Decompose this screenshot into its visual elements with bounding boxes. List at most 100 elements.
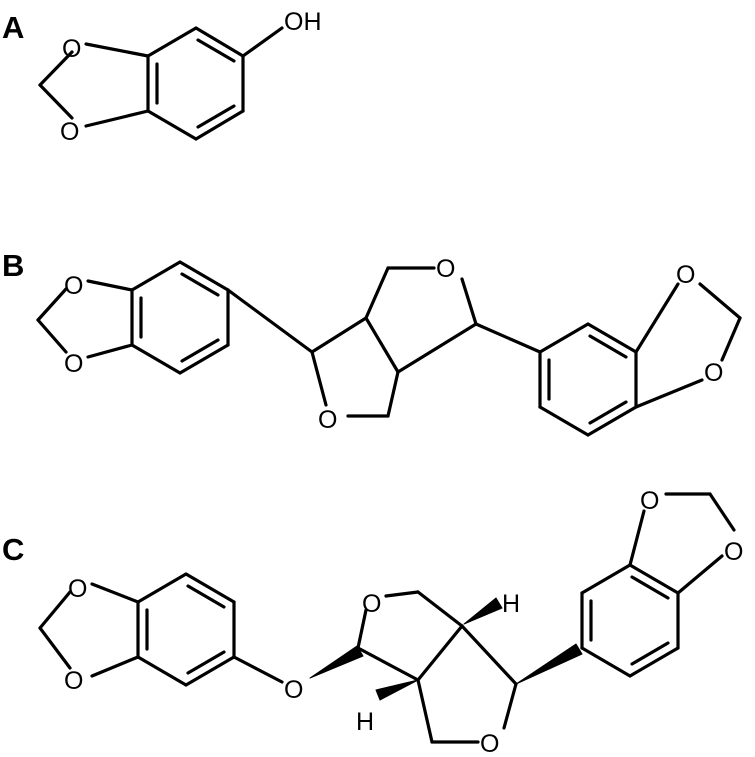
bond xyxy=(396,322,478,374)
panel-c-atoms: O O O O O O O H H xyxy=(64,487,743,757)
bond xyxy=(130,260,182,292)
panel-c: C xyxy=(2,487,743,757)
panel-c-bonds xyxy=(38,492,736,744)
bond xyxy=(460,624,518,686)
panel-a-bonds xyxy=(38,26,284,141)
panel-b-atoms: O O O O O O xyxy=(64,255,723,434)
bond xyxy=(580,563,632,595)
bond xyxy=(720,316,742,362)
bond xyxy=(241,26,284,58)
panel-b: B xyxy=(2,248,742,437)
bond xyxy=(86,343,134,359)
panel-a-label: A xyxy=(2,10,24,45)
panel-b-bonds xyxy=(36,260,742,437)
bond xyxy=(538,322,590,354)
bond xyxy=(698,282,742,320)
bond xyxy=(136,572,188,604)
bond xyxy=(178,343,230,375)
double-bond-inner xyxy=(186,650,226,675)
bond xyxy=(178,260,230,292)
bond xyxy=(38,83,74,120)
bond xyxy=(384,590,420,598)
bond xyxy=(194,109,245,141)
bond xyxy=(146,109,198,141)
bond xyxy=(136,655,188,687)
bond xyxy=(38,626,72,670)
bond xyxy=(460,277,478,326)
panel-a: A O O OH xyxy=(2,8,322,146)
hydroxyl-group-label: OH xyxy=(284,8,322,36)
panel-a-atoms: O O OH xyxy=(60,8,322,146)
bond xyxy=(364,266,390,320)
bond xyxy=(86,279,134,292)
oxygen-atom-label: O xyxy=(640,487,659,515)
bond xyxy=(146,26,198,58)
bond xyxy=(586,322,638,354)
oxygen-atom-label: O xyxy=(64,667,83,695)
oxygen-atom-label: O xyxy=(724,538,743,566)
double-bond-inner xyxy=(196,38,236,63)
bond xyxy=(628,646,680,678)
bond xyxy=(356,646,420,682)
double-bond-inner xyxy=(630,641,670,666)
bond xyxy=(580,646,632,678)
bond xyxy=(586,405,638,437)
hydrogen-atom-label: H xyxy=(356,708,374,736)
bond xyxy=(502,682,518,730)
bond xyxy=(310,350,328,407)
bond xyxy=(232,655,284,684)
oxygen-atom-label: O xyxy=(704,359,723,387)
bond xyxy=(310,316,368,354)
hydrogen-atom-label: H xyxy=(502,590,520,618)
oxygen-atom-label: O xyxy=(68,575,87,603)
bond xyxy=(386,370,400,418)
oxygen-atom-label: O xyxy=(362,590,381,618)
double-bond-inner xyxy=(588,334,628,359)
bond xyxy=(90,655,140,678)
oxygen-atom-label: O xyxy=(62,35,81,63)
double-bond-inner xyxy=(180,272,220,297)
double-bond-inner xyxy=(180,338,220,363)
bond xyxy=(36,318,68,354)
stereo-wedge-bond xyxy=(309,645,364,679)
bond xyxy=(194,26,245,58)
oxygen-atom-label: O xyxy=(64,350,83,378)
bond xyxy=(474,322,542,354)
bond xyxy=(38,50,74,87)
bond xyxy=(416,624,464,682)
bond xyxy=(676,554,724,595)
oxygen-atom-label: O xyxy=(436,255,455,283)
bond xyxy=(628,563,680,595)
bond xyxy=(226,288,314,354)
bond xyxy=(38,590,72,630)
bond xyxy=(416,678,434,744)
double-bond-inner xyxy=(630,575,670,600)
oxygen-atom-label: O xyxy=(676,261,695,289)
panel-c-label: C xyxy=(2,532,24,567)
stereo-wedge-bond xyxy=(375,679,419,701)
bond xyxy=(130,343,182,375)
oxygen-atom-label: O xyxy=(60,118,79,146)
double-bond-inner xyxy=(196,104,236,129)
bond xyxy=(634,282,680,354)
bond xyxy=(634,378,704,409)
stereo-wedge-bond xyxy=(515,643,583,685)
bond xyxy=(184,572,236,604)
stereo-wedge-bond xyxy=(463,597,503,625)
panel-b-label: B xyxy=(2,248,24,283)
oxygen-atom-label: O xyxy=(284,676,303,704)
bond xyxy=(84,109,150,128)
double-bond-inner xyxy=(588,400,628,425)
bond xyxy=(538,405,590,437)
bond xyxy=(708,492,736,532)
bond xyxy=(90,582,140,604)
bond xyxy=(416,590,464,628)
oxygen-atom-label: O xyxy=(480,730,499,757)
oxygen-atom-label: O xyxy=(318,406,337,434)
bond xyxy=(628,509,646,567)
bond xyxy=(36,287,68,322)
bond xyxy=(184,655,236,687)
panel-c-wedges xyxy=(309,597,583,701)
